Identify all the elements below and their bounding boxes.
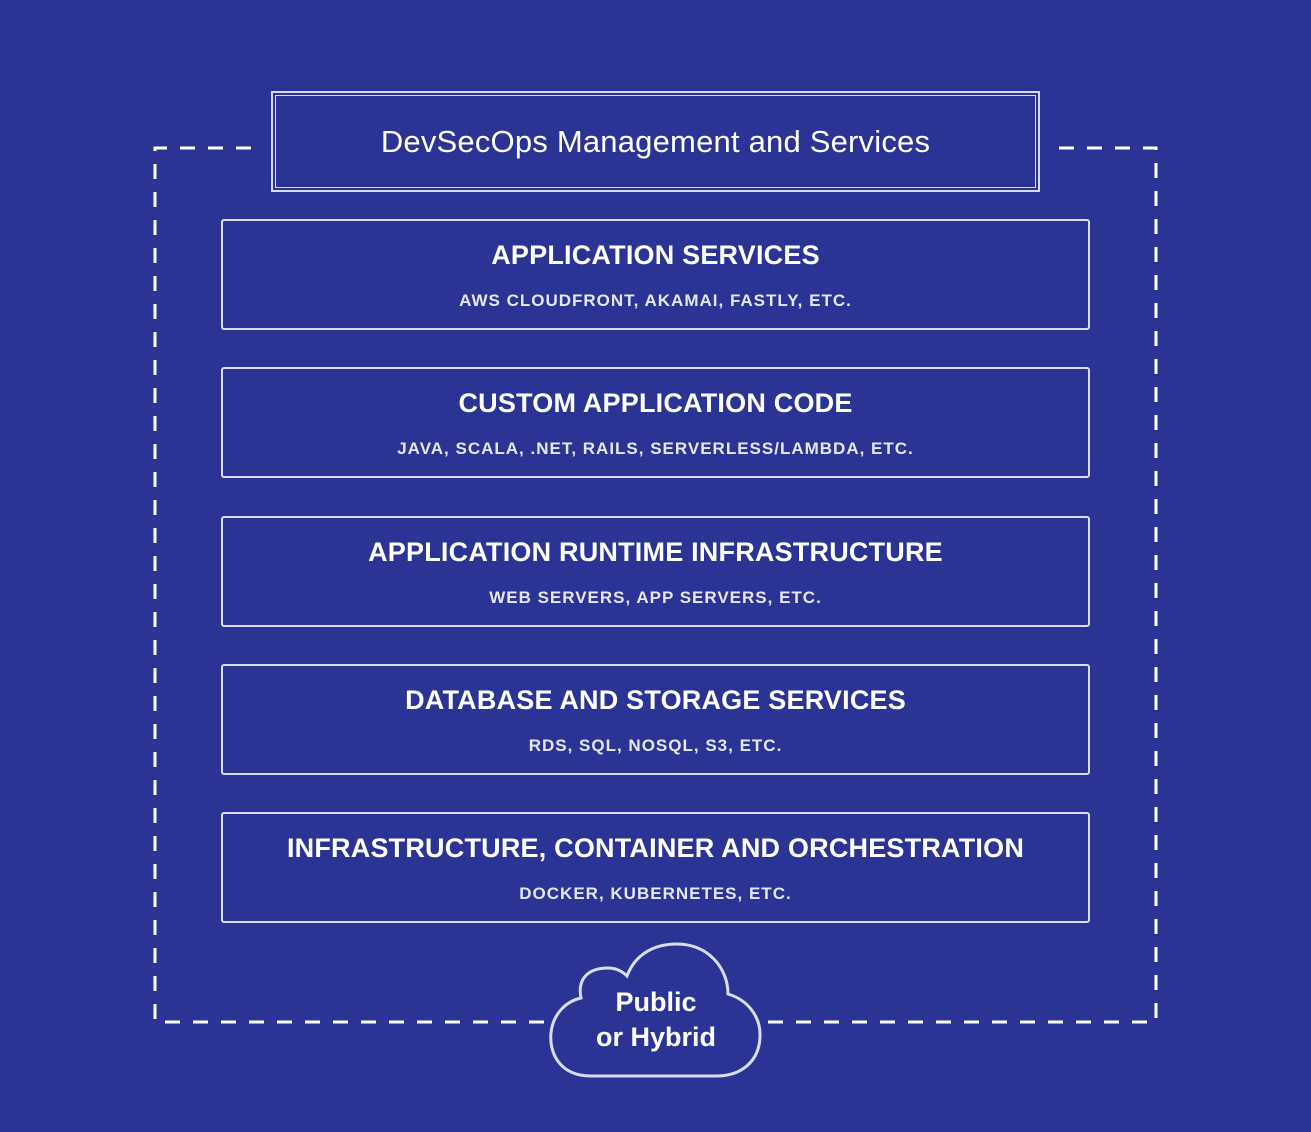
management-services-title: DevSecOps Management and Services xyxy=(380,123,931,159)
cloud-label-line1: Public xyxy=(615,987,697,1017)
management-services-box: DevSecOps Management and Services xyxy=(271,91,1040,192)
dashed-boundary-right xyxy=(763,146,1158,1024)
layer-subtitle: WEB SERVERS, APP SERVERS, ETC. xyxy=(489,588,822,607)
layer-infrastructure-container-orchestration: INFRASTRUCTURE, CONTAINER AND ORCHESTRAT… xyxy=(221,812,1090,923)
cloud-label-line2: or Hybrid xyxy=(595,1022,716,1052)
cloud-icon xyxy=(549,942,762,1078)
layer-subtitle: AWS CLOUDFRONT, AKAMAI, FASTLY, ETC. xyxy=(459,291,852,310)
dashed-boundary-left xyxy=(153,146,548,1024)
layer-custom-application-code: CUSTOM APPLICATION CODE JAVA, SCALA, .NE… xyxy=(221,367,1090,478)
layer-subtitle: JAVA, SCALA, .NET, RAILS, SERVERLESS/LAM… xyxy=(397,439,914,458)
layer-database-and-storage-services: DATABASE AND STORAGE SERVICES RDS, SQL, … xyxy=(221,664,1090,775)
layer-title: DATABASE AND STORAGE SERVICES xyxy=(405,685,906,715)
layer-application-runtime-infrastructure: APPLICATION RUNTIME INFRASTRUCTURE WEB S… xyxy=(221,516,1090,627)
layer-title: APPLICATION RUNTIME INFRASTRUCTURE xyxy=(368,537,943,567)
layer-subtitle: RDS, SQL, NOSQL, S3, ETC. xyxy=(528,736,783,755)
layer-application-services: APPLICATION SERVICES AWS CLOUDFRONT, AKA… xyxy=(221,219,1090,330)
layer-subtitle: DOCKER, KUBERNETES, ETC. xyxy=(519,884,792,903)
layer-title: APPLICATION SERVICES xyxy=(491,240,820,270)
layer-title: INFRASTRUCTURE, CONTAINER AND ORCHESTRAT… xyxy=(286,833,1025,863)
layer-title: CUSTOM APPLICATION CODE xyxy=(458,388,853,418)
